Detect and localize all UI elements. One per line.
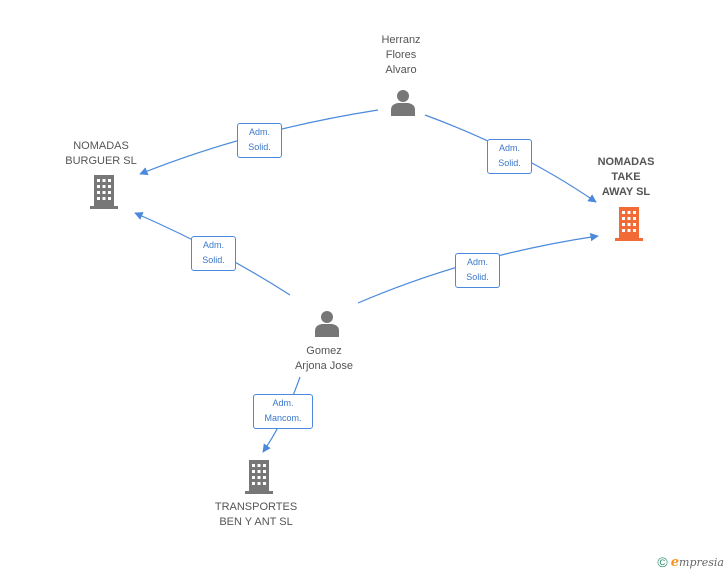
node-label-nomadas-take-away: NOMADAS TAKE AWAY SL	[597, 156, 655, 198]
relation-label-gomez-takeaway[interactable]: Adm. Solid.	[455, 253, 500, 288]
person-icon[interactable]	[313, 309, 341, 337]
node-label-gomez: Gomez Arjona Jose	[294, 345, 354, 372]
relation-label-gomez-transportes[interactable]: Adm. Mancom.	[253, 394, 313, 429]
person-icon[interactable]	[389, 88, 417, 116]
relation-label-herranz-burguer[interactable]: Adm. Solid.	[237, 123, 282, 158]
copyright-icon: ©	[657, 554, 668, 570]
relation-label-herranz-takeaway[interactable]: Adm. Solid.	[487, 139, 532, 174]
building-icon[interactable]	[243, 460, 275, 494]
relation-label-gomez-burguer[interactable]: Adm. Solid.	[191, 236, 236, 271]
node-label-transportes: TRANSPORTES BEN Y ANT SL	[214, 501, 298, 528]
building-icon[interactable]	[613, 207, 645, 241]
empresia-watermark: © empresia	[657, 554, 724, 570]
node-label-herranz: Herranz Flores Alvaro	[381, 34, 421, 76]
brand-logo: empresia	[670, 554, 724, 570]
node-label-nomadas-burguer: NOMADAS BURGUER SL	[65, 140, 137, 167]
building-icon[interactable]	[88, 175, 120, 209]
